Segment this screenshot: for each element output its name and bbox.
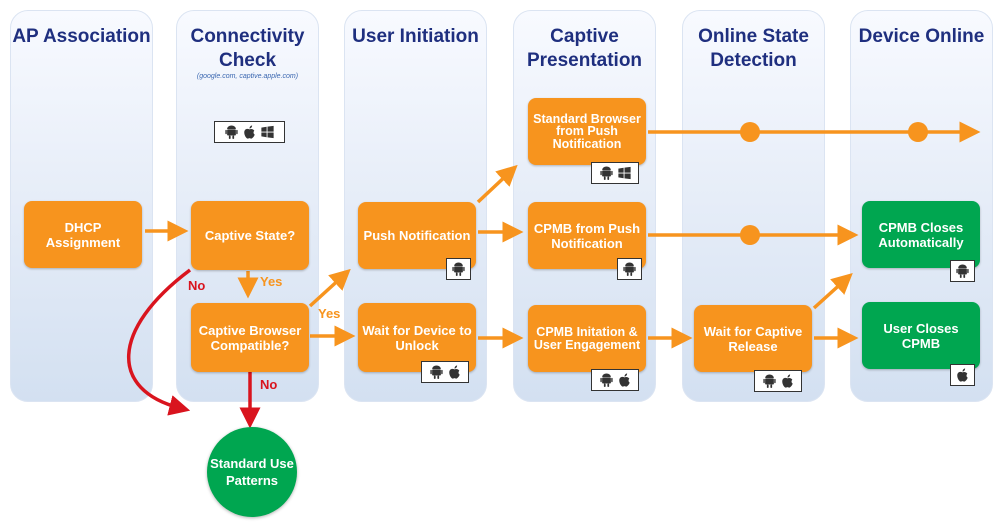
node-dhcp-assignment[interactable]: DHCP Assignment	[24, 201, 142, 268]
apple-icon	[244, 125, 255, 139]
node-user-closes-cpmb[interactable]: User Closes CPMB	[862, 302, 980, 369]
android-icon	[599, 373, 613, 387]
platform-badge	[421, 361, 469, 383]
node-captive-state[interactable]: Captive State?	[191, 201, 309, 270]
node-standard-use-patterns[interactable]: Standard Use Patterns	[207, 427, 297, 517]
platform-badge	[950, 364, 975, 386]
node-cpmb-initiation[interactable]: CPMB Initation & User Engagement	[528, 305, 646, 372]
platform-badge	[617, 258, 642, 280]
apple-icon	[448, 365, 460, 379]
platform-badge	[950, 260, 975, 282]
android-icon	[762, 374, 776, 388]
apple-icon	[781, 374, 793, 388]
node-cpmb-from-push[interactable]: CPMB from Push Notification	[528, 202, 646, 269]
column-title: Captive Presentation	[526, 26, 643, 71]
apple-icon	[957, 368, 968, 382]
node-push-notification[interactable]: Push Notification	[358, 202, 476, 269]
android-icon	[956, 264, 969, 278]
android-icon	[623, 262, 636, 276]
label-yes: Yes	[318, 306, 341, 321]
column-title: User Initiation	[352, 26, 479, 47]
platform-badge	[446, 258, 471, 280]
node-wait-for-unlock[interactable]: Wait for Device to Unlock	[358, 303, 476, 372]
platform-badge	[591, 162, 639, 184]
column-title: Device Online	[858, 26, 985, 47]
apple-icon	[618, 373, 630, 387]
column-title: Connectivity Check	[190, 26, 305, 71]
label-no: No	[260, 377, 278, 392]
android-icon	[599, 166, 613, 180]
windows-icon	[261, 125, 274, 139]
android-icon	[225, 125, 238, 139]
column-title: Online State Detection	[698, 26, 809, 71]
android-icon	[452, 262, 465, 276]
platform-badge	[591, 369, 639, 391]
node-standard-browser[interactable]: Standard Browser from Push Notification	[528, 98, 646, 165]
platform-badge	[214, 121, 285, 143]
android-icon	[429, 365, 443, 379]
label-no: No	[188, 278, 206, 293]
node-wait-for-release[interactable]: Wait for Captive Release	[694, 305, 812, 372]
label-yes: Yes	[260, 274, 283, 289]
platform-badge	[754, 370, 802, 392]
column-title: AP Association	[12, 26, 151, 47]
node-cpmb-closes-automatically[interactable]: CPMB Closes Automatically	[862, 201, 980, 268]
windows-icon	[617, 166, 631, 180]
node-captive-browser-compatible[interactable]: Captive Browser Compatible?	[191, 303, 309, 372]
column-subtitle: (google.com, captive.apple.com)	[196, 73, 299, 80]
